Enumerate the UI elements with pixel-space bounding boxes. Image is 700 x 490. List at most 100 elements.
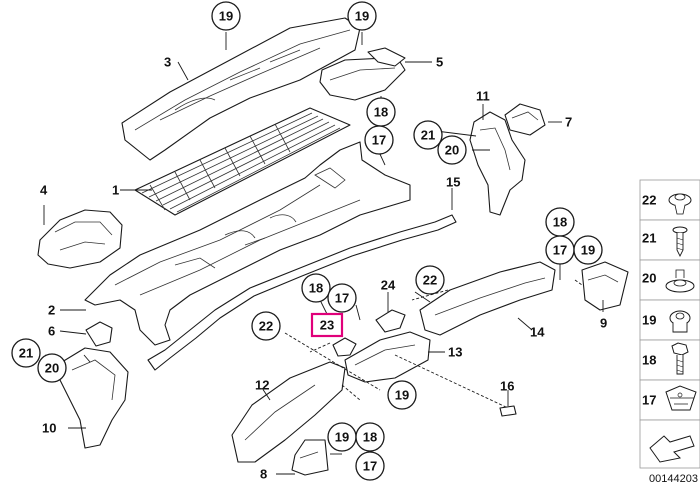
callout-20-left[interactable]: 20	[37, 353, 67, 383]
plastic-nut-icon	[669, 310, 691, 333]
svg-text:19: 19	[581, 243, 595, 258]
svg-text:20: 20	[642, 271, 656, 286]
expanding-rivet-icon	[665, 269, 695, 293]
label-15[interactable]: 15	[446, 175, 460, 190]
legend-item-18[interactable]: 18	[642, 342, 689, 375]
svg-text:21: 21	[642, 231, 656, 246]
svg-text:22: 22	[642, 193, 656, 208]
part-14-cover-right	[419, 261, 556, 336]
svg-text:18: 18	[309, 281, 323, 296]
arrow-symbol-icon	[649, 435, 695, 463]
svg-text:19: 19	[642, 313, 656, 328]
part-9-bracket	[581, 261, 629, 311]
svg-text:17: 17	[642, 393, 656, 408]
label-3[interactable]: 3	[164, 55, 171, 70]
plain-labels: 3 5 11 7 1 4 15 2 14 9 6 13 12 16 10 8	[40, 55, 607, 482]
part-15-seal-strip	[147, 214, 457, 371]
svg-text:17: 17	[363, 459, 377, 474]
svg-text:19: 19	[355, 9, 369, 24]
part-10-air-duct-left	[59, 347, 129, 449]
legend-item-17[interactable]: 17	[642, 385, 697, 411]
screw-icon	[672, 226, 688, 258]
fastener-legend: 22 21 20 19	[639, 179, 700, 469]
svg-text:19: 19	[395, 388, 409, 403]
part-6-clip-left	[85, 321, 113, 347]
part-12-cover-lower	[231, 361, 346, 463]
legend-item-21[interactable]: 21	[642, 226, 688, 258]
callout-19-top-left[interactable]: 19	[211, 1, 241, 31]
part-4-left-housing	[37, 209, 123, 269]
svg-text:18: 18	[363, 430, 377, 445]
part-11-air-duct-right	[469, 111, 526, 216]
callout-22-lower[interactable]: 22	[251, 311, 281, 341]
part-3-upper-cover	[121, 17, 361, 161]
label-13[interactable]: 13	[448, 345, 462, 360]
label-4[interactable]: 4	[40, 183, 48, 198]
label-14[interactable]: 14	[530, 325, 545, 340]
svg-text:20: 20	[445, 143, 459, 158]
label-5[interactable]: 5	[436, 55, 443, 70]
svg-text:23: 23	[320, 318, 334, 333]
part-16-clip	[499, 405, 517, 417]
part-5-air-housing	[319, 47, 406, 101]
legend-item-22[interactable]: 22	[642, 193, 692, 215]
svg-text:18: 18	[642, 353, 656, 368]
svg-text:22: 22	[423, 273, 437, 288]
part-7-cover	[504, 103, 546, 136]
svg-text:20: 20	[45, 361, 59, 376]
callout-17-bottom[interactable]: 17	[355, 451, 385, 481]
label-11[interactable]: 11	[476, 89, 490, 104]
label-1[interactable]: 1	[112, 183, 119, 198]
callout-18-bottom[interactable]: 18	[355, 422, 385, 452]
svg-text:18: 18	[553, 215, 567, 230]
legend-item-20[interactable]: 20	[642, 269, 695, 293]
callout-20-right-duct[interactable]: 20	[437, 135, 467, 165]
callout-19-top-right[interactable]: 19	[347, 1, 377, 31]
callout-21-right-duct[interactable]: 21	[413, 120, 443, 150]
svg-text:17: 17	[553, 243, 567, 258]
label-16[interactable]: 16	[500, 379, 514, 394]
callout-23-highlighted[interactable]: 23	[310, 312, 344, 338]
callout-22-middle[interactable]: 22	[415, 265, 445, 295]
part-13-housing-middle	[344, 331, 431, 383]
callout-18-upper[interactable]: 18	[366, 97, 396, 127]
part-1-microfilter	[134, 107, 351, 216]
callout-17-right[interactable]: 17	[545, 235, 575, 265]
dashed-connectors	[284, 279, 583, 409]
callout-19-bottom[interactable]: 19	[327, 422, 357, 452]
part-8-bracket-lower	[291, 439, 329, 476]
reference-number: 00144203	[649, 473, 698, 485]
label-10[interactable]: 10	[42, 421, 56, 436]
callout-17-middle[interactable]: 17	[327, 283, 357, 313]
part-24-clip	[375, 309, 406, 333]
callout-21-left[interactable]: 21	[11, 338, 41, 368]
label-12[interactable]: 12	[255, 378, 269, 393]
hex-bolt-icon	[671, 342, 689, 375]
svg-text:21: 21	[421, 128, 435, 143]
callout-18-right[interactable]: 18	[545, 207, 575, 237]
legend-item-19[interactable]: 19	[642, 310, 691, 333]
callout-19-lower-middle[interactable]: 19	[387, 380, 417, 410]
push-clip-icon	[668, 193, 692, 215]
callout-19-right[interactable]: 19	[573, 235, 603, 265]
label-6[interactable]: 6	[48, 324, 55, 339]
svg-text:17: 17	[372, 133, 386, 148]
label-2[interactable]: 2	[48, 303, 55, 318]
label-7[interactable]: 7	[565, 115, 572, 130]
spring-nut-icon	[665, 385, 697, 411]
part-2-lower-housing	[84, 141, 411, 346]
svg-text:21: 21	[19, 346, 33, 361]
part-23-seal	[332, 337, 357, 357]
svg-text:24: 24	[381, 278, 396, 293]
callout-18-middle[interactable]: 18	[301, 273, 331, 303]
callout-circles: 19 19 18 17 21 20 18 17	[11, 1, 603, 481]
svg-text:17: 17	[335, 291, 349, 306]
svg-text:19: 19	[335, 430, 349, 445]
callout-17-upper[interactable]: 17	[364, 125, 394, 155]
svg-text:18: 18	[374, 105, 388, 120]
svg-text:22: 22	[259, 319, 273, 334]
label-8[interactable]: 8	[260, 467, 267, 482]
label-9[interactable]: 9	[600, 316, 607, 331]
callout-24[interactable]: 24	[381, 278, 396, 293]
